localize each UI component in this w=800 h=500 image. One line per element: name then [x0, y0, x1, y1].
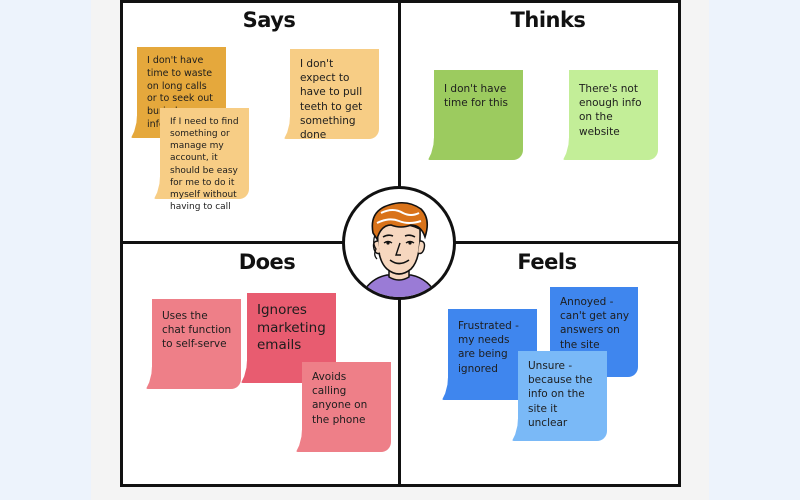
quadrant-title-says: Says	[242, 8, 296, 32]
quadrant-title-does: Does	[238, 250, 296, 274]
sticky-note-does-1: Uses the chat function to self-serve	[152, 299, 241, 389]
sticky-note-does-3: Avoids calling anyone on the phone	[302, 362, 391, 452]
quadrant-title-thinks: Thinks	[510, 8, 586, 32]
sticky-note-says-2: If I need to find something or manage my…	[160, 108, 249, 212]
user-avatar-icon	[359, 201, 439, 297]
sticky-note-feels-3: Unsure - because the info on the site it…	[518, 351, 607, 441]
persona-avatar	[342, 186, 456, 300]
sticky-note-says-3: I don't expect to have to pull teeth to …	[290, 49, 379, 141]
quadrant-title-feels: Feels	[517, 250, 577, 274]
sticky-note-feels-1: Frustrated - my needs are being ignored	[448, 309, 537, 400]
sticky-note-does-2: Ignores marketing emails	[247, 293, 336, 383]
sticky-note-thinks-2: There's not enough info on the website	[569, 70, 658, 160]
sticky-note-thinks-1: I don't have time for this	[434, 70, 523, 160]
